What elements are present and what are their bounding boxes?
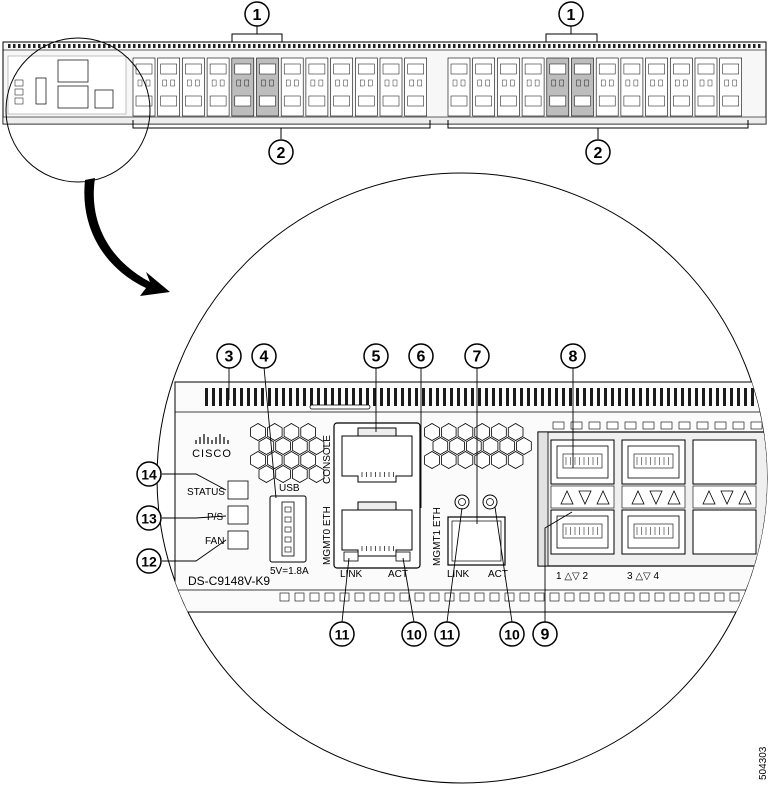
zoomed-bottom-tabs (279, 421, 767, 602)
callout-10a: 10 (401, 621, 427, 647)
mgmt1-label: MGMT1 ETH (432, 507, 443, 566)
fan-label: FAN (205, 536, 224, 547)
callout-1b: 1 (558, 1, 584, 27)
callout-number: 9 (541, 627, 550, 644)
callout-number: 10 (406, 627, 422, 643)
callout-7: 7 (464, 343, 490, 369)
callout-14: 14 (136, 461, 162, 487)
callout-number: 3 (225, 349, 234, 366)
callout-number: 5 (372, 349, 381, 366)
mgmt0-port (341, 501, 413, 557)
zoom-callouts: 3 4 5 6 7 8 11 10 11 10 9 14 13 12 (136, 343, 586, 647)
callout-2a: 2 (268, 139, 294, 165)
callout-11a: 11 (329, 621, 355, 647)
mgmt0-link-led (343, 551, 359, 562)
callout-number: 8 (569, 349, 578, 366)
mgmt0-act-led (395, 551, 411, 562)
console-port (341, 427, 413, 483)
callout-12: 12 (136, 548, 162, 574)
callout-number: 14 (141, 467, 157, 483)
callout-3: 3 (216, 343, 242, 369)
svg-text:1: 1 (567, 7, 576, 24)
svg-text:CISCO: CISCO (192, 448, 232, 460)
svg-text:2: 2 (594, 145, 603, 162)
zoom-callout-leaders (162, 366, 574, 623)
callout-8: 8 (560, 343, 586, 369)
callout-number: 6 (417, 349, 426, 366)
zoomed-panel: CISCO STATUS P/S FAN USB 5V=1.8A (174, 381, 767, 613)
svg-text:USB: USB (279, 483, 300, 494)
cisco-logo: CISCO (192, 434, 232, 460)
magnifier-circle (5, 37, 151, 183)
callout-2b: 2 (585, 139, 611, 165)
port-pair-3-4-label: 3 △▽ 4 (627, 571, 659, 582)
callout-11b: 11 (434, 621, 460, 647)
callout-13: 13 (136, 505, 162, 531)
mgmt0-label: MGMT0 ETH (322, 506, 333, 565)
mgmt0-link-label: LINK (340, 569, 363, 580)
status-led-group: STATUS P/S FAN (187, 480, 249, 550)
callout-number: 7 (473, 349, 482, 366)
callout-number: 12 (141, 554, 157, 570)
callout-9: 9 (532, 621, 558, 647)
callout-4: 4 (251, 343, 277, 369)
callout-6: 6 (408, 343, 434, 369)
ps-led (227, 505, 249, 525)
callout-10b: 10 (499, 621, 525, 647)
svg-text:1: 1 (253, 7, 262, 24)
chassis-top-vents (8, 44, 761, 48)
console-label: CONSOLE (322, 435, 333, 484)
figure-id: 504303 (758, 746, 769, 780)
port-pair-1-2-label: 1 △▽ 2 (556, 571, 588, 582)
callout-2-brackets (132, 120, 749, 139)
mgmt1-link-label: LINK (447, 569, 470, 580)
status-label: STATUS (187, 487, 225, 498)
fan-led (227, 530, 249, 550)
svg-text:2: 2 (277, 145, 286, 162)
mini-management-area (7, 55, 127, 115)
mgmt1-sfp-port: LINK ACT (447, 494, 508, 580)
callout-1a: 1 (244, 1, 270, 27)
callout-number: 11 (335, 627, 350, 643)
mgmt1-act-label: ACT (488, 569, 508, 580)
callout-number: 10 (504, 627, 520, 643)
zoom-arrow (84, 178, 170, 296)
model-label: DS-C9148V-K9 (188, 574, 270, 588)
mgmt0-act-label: ACT (388, 569, 408, 580)
usb-port: USB 5V=1.8A (269, 483, 309, 577)
svg-text:5V=1.8A: 5V=1.8A (270, 566, 309, 577)
sfp-cage-block: 1 △▽ 2 3 △▽ 4 (537, 431, 767, 582)
callout-number: 13 (141, 511, 157, 527)
status-led (227, 480, 249, 500)
chassis-overview: 1 1 2 2 (2, 1, 767, 183)
ps-label: P/S (207, 512, 223, 523)
callout-number: 11 (440, 627, 455, 643)
chassis-port-blocks (132, 57, 743, 117)
callout-number: 4 (260, 349, 269, 366)
callout-5: 5 (363, 343, 389, 369)
callout-1-brackets (231, 25, 598, 42)
console-mgmt0-rj45-stack: LINK ACT (333, 422, 421, 580)
hex-vent-pattern (250, 423, 532, 483)
